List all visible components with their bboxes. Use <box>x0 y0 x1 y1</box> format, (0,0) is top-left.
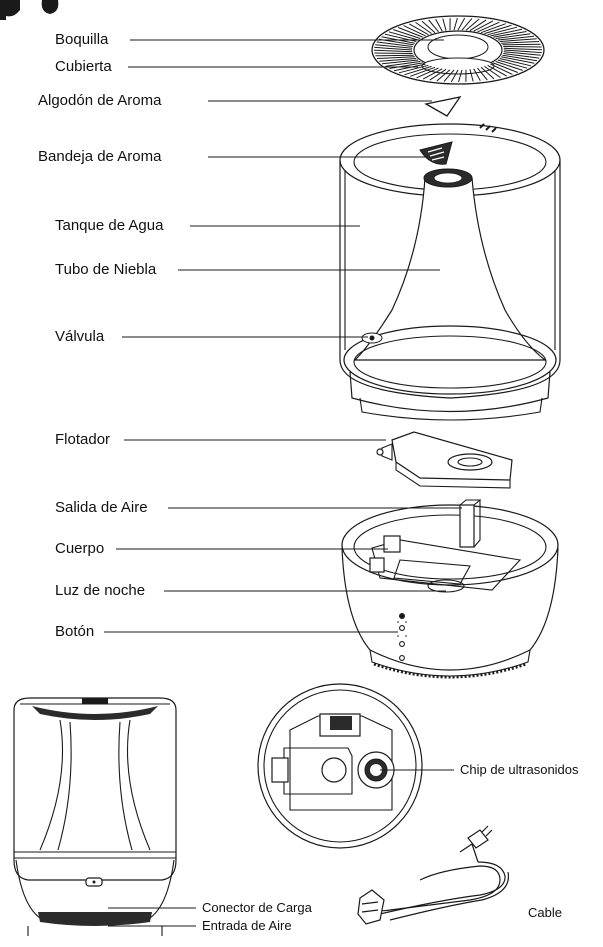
label-salida-de-aire: Salida de Aire <box>55 499 148 517</box>
label-tubo-de-niebla: Tubo de Niebla <box>55 261 156 279</box>
lid-rib <box>502 44 540 45</box>
label-bandeja-de-aroma: Bandeja de Aroma <box>38 148 161 166</box>
float-drawing <box>377 432 512 488</box>
lid-cover-drawing <box>372 16 544 84</box>
bottom-view-drawing <box>258 684 422 848</box>
label-algodon-de-aroma: Algodón de Aroma <box>38 92 161 110</box>
lid-rib <box>374 53 412 54</box>
label-boquilla: Boquilla <box>55 31 108 49</box>
label-cuerpo: Cuerpo <box>55 540 104 558</box>
heading-fragment <box>0 0 58 20</box>
water-tank-drawing <box>340 124 560 420</box>
label-boton: Botón <box>55 623 94 641</box>
label-conector-de-carga: Conector de Carga <box>202 900 312 916</box>
lid-rib <box>375 55 413 56</box>
label-entrada-de-aire: Entrada de Aire <box>202 918 292 934</box>
aroma-cotton-drawing <box>426 97 460 116</box>
body-drawing <box>342 500 558 677</box>
cable-drawing <box>358 826 508 924</box>
side-view-drawing <box>14 698 176 936</box>
label-tanque-de-agua: Tanque de Agua <box>55 217 163 235</box>
lid-rib <box>503 47 541 48</box>
label-flotador: Flotador <box>55 431 110 449</box>
label-cable: Cable <box>528 905 562 921</box>
label-chip-de-ultrasonidos: Chip de ultrasonidos <box>460 762 579 778</box>
label-cubierta: Cubierta <box>55 58 112 76</box>
label-valvula: Válvula <box>55 328 104 346</box>
label-luz-de-noche: Luz de noche <box>55 582 145 600</box>
